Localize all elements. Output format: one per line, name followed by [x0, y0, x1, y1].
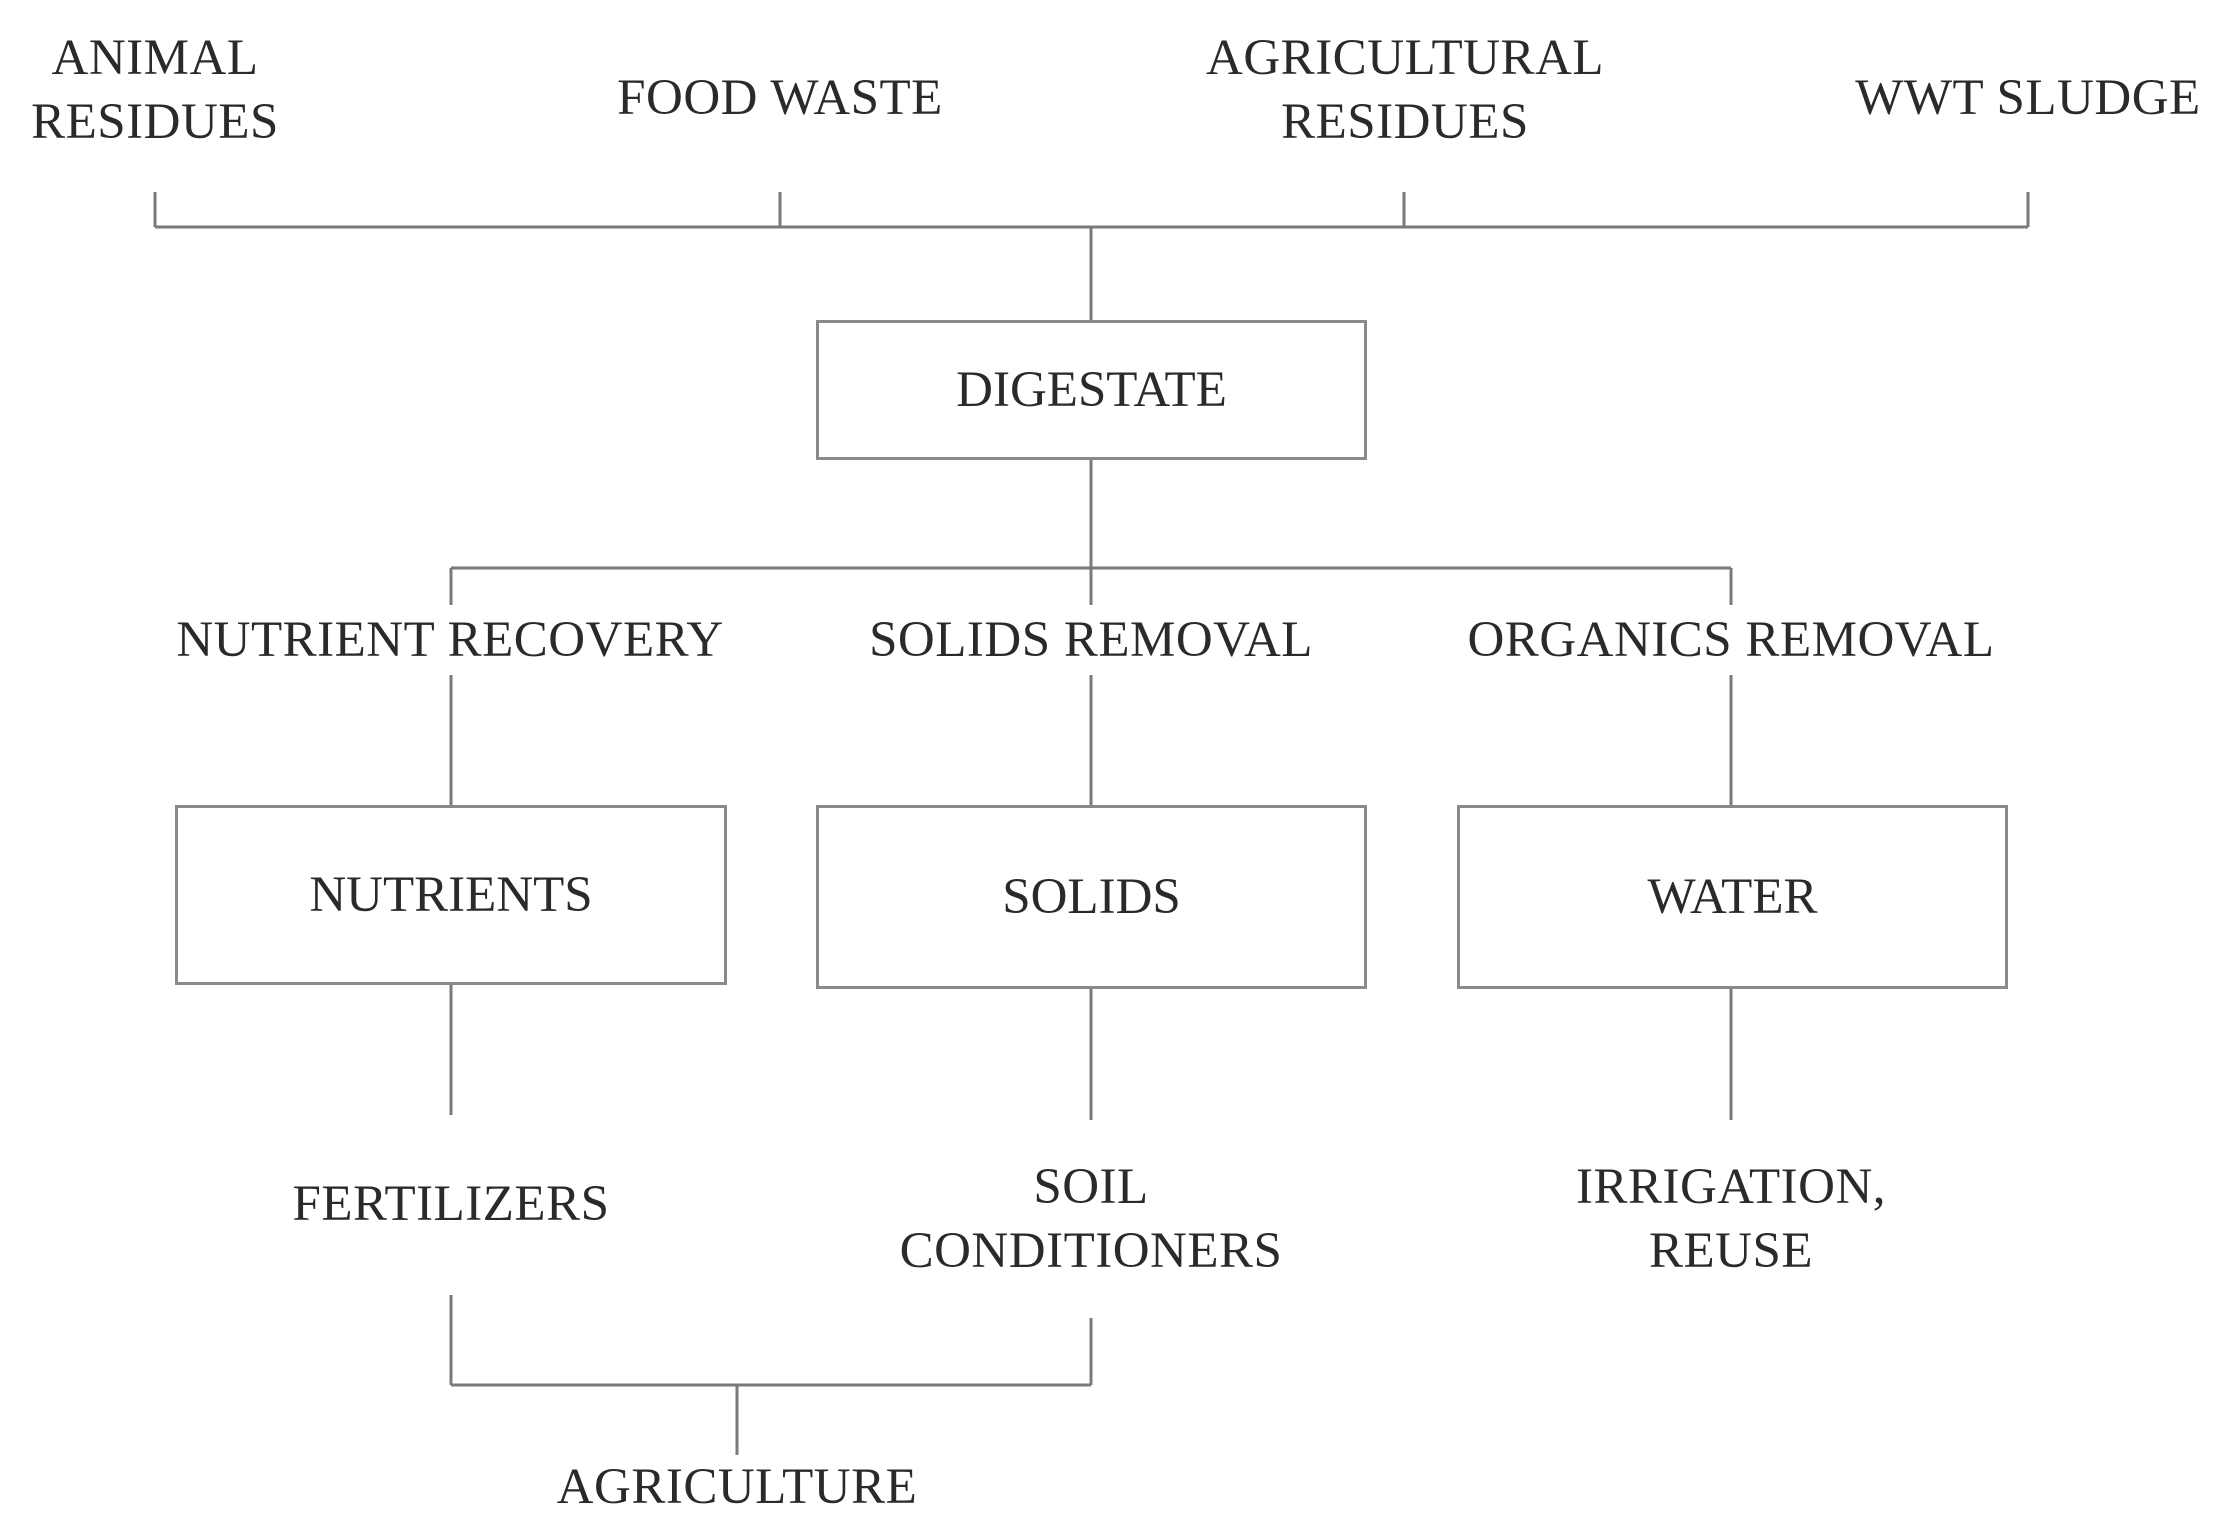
use-soil-conditioners-line1: SOIL	[1033, 1159, 1149, 1215]
use-soil-conditioners: SOIL CONDITIONERS	[840, 1155, 1342, 1283]
source-food-waste: FOOD WASTE	[617, 70, 943, 126]
nutrients-box	[175, 805, 727, 985]
use-irrigation-reuse: IRRIGATION, REUSE	[1500, 1155, 1962, 1283]
source-animal-residues-line1: ANIMAL	[51, 30, 259, 86]
source-animal-residues-line2: RESIDUES	[31, 94, 279, 150]
use-soil-conditioners-line2: CONDITIONERS	[899, 1223, 1283, 1279]
use-fertilizers: FERTILIZERS	[292, 1176, 610, 1232]
source-agricultural-residues: AGRICULTURAL RESIDUES	[1180, 26, 1630, 154]
agriculture-label: AGRICULTURE	[556, 1459, 918, 1515]
process-nutrient-recovery: NUTRIENT RECOVERY	[176, 612, 724, 668]
water-label: WATER	[1647, 869, 1818, 925]
digestate-box	[816, 320, 1367, 460]
source-agricultural-residues-line1: AGRICULTURAL	[1206, 30, 1604, 86]
use-irrigation-reuse-line1: IRRIGATION,	[1575, 1159, 1887, 1215]
solids-box	[816, 805, 1367, 989]
source-wwt-sludge: WWT SLUDGE	[1855, 70, 2201, 126]
nutrients-label: NUTRIENTS	[309, 867, 593, 923]
digestate-label: DIGESTATE	[956, 362, 1227, 418]
use-irrigation-reuse-line2: REUSE	[1648, 1223, 1814, 1279]
process-solids-removal: SOLIDS REMOVAL	[869, 612, 1313, 668]
source-agricultural-residues-line2: RESIDUES	[1281, 94, 1529, 150]
source-animal-residues: ANIMAL RESIDUES	[20, 26, 290, 154]
solids-label: SOLIDS	[1002, 869, 1181, 925]
process-organics-removal: ORGANICS REMOVAL	[1467, 612, 1995, 668]
water-box	[1457, 805, 2008, 989]
